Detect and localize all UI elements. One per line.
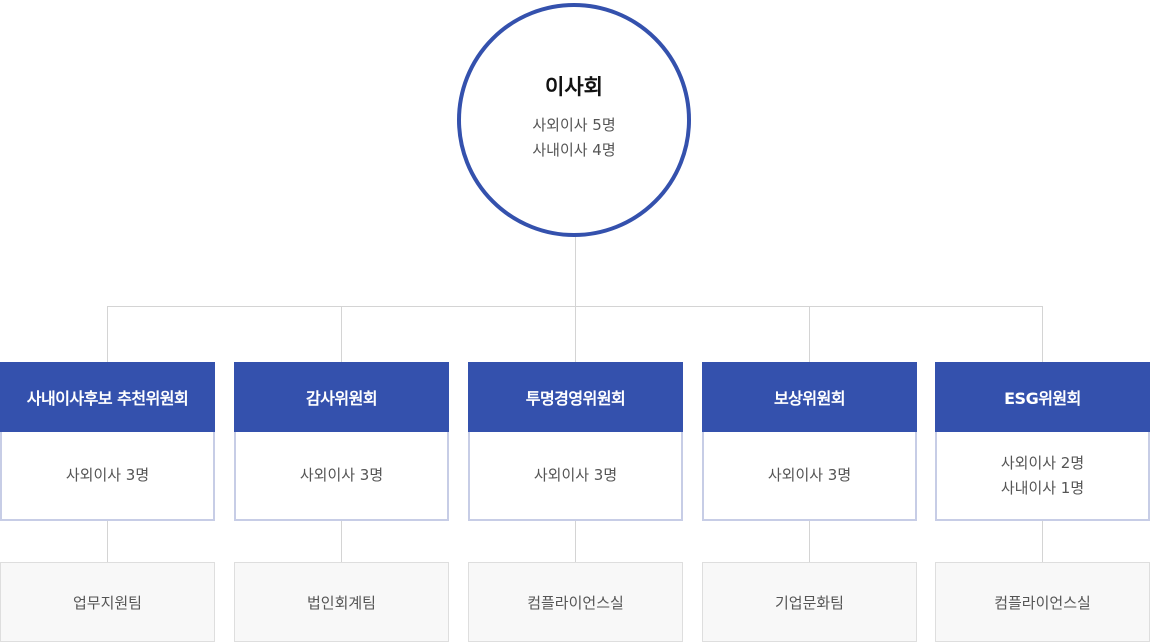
connector-team-5 bbox=[1042, 521, 1043, 562]
team-box-5: 컴플라이언스실 bbox=[935, 562, 1150, 642]
team-box-2: 법인회계팀 bbox=[234, 562, 449, 642]
committee-members: 사외이사 3명 bbox=[702, 432, 917, 521]
committee-members: 사외이사 2명 사내이사 1명 bbox=[935, 432, 1150, 521]
committee-audit: 감사위원회 사외이사 3명 bbox=[234, 362, 449, 521]
connector-board-down bbox=[575, 237, 576, 306]
committee-member-line: 사외이사 3명 bbox=[299, 466, 384, 484]
committee-members: 사외이사 3명 bbox=[468, 432, 683, 521]
committee-member-line: 사외이사 3명 bbox=[533, 466, 618, 484]
team-box-4: 기업문화팀 bbox=[702, 562, 917, 642]
committee-title: ESG위원회 bbox=[935, 362, 1150, 432]
committee-member-line: 사내이사 1명 bbox=[1000, 478, 1085, 497]
committee-member-line: 사외이사 3명 bbox=[65, 466, 150, 484]
connector-team-3 bbox=[575, 521, 576, 562]
committee-title: 보상위원회 bbox=[702, 362, 917, 432]
board-outside-directors: 사외이사 5명 bbox=[532, 116, 616, 134]
committee-nomination: 사내이사후보 추천위원회 사외이사 3명 bbox=[0, 362, 215, 521]
connector-drop-3 bbox=[575, 306, 576, 362]
connector-drop-4 bbox=[809, 306, 810, 362]
connector-drop-2 bbox=[341, 306, 342, 362]
team-box-1: 업무지원팀 bbox=[0, 562, 215, 642]
connector-team-4 bbox=[809, 521, 810, 562]
connector-drop-5 bbox=[1042, 306, 1043, 362]
connector-team-2 bbox=[341, 521, 342, 562]
committee-members: 사외이사 3명 bbox=[0, 432, 215, 521]
committee-member-line: 사외이사 3명 bbox=[767, 466, 852, 484]
committee-member-line: 사외이사 2명 bbox=[1000, 453, 1085, 472]
committee-transparency: 투명경영위원회 사외이사 3명 bbox=[468, 362, 683, 521]
committee-esg: ESG위원회 사외이사 2명 사내이사 1명 bbox=[935, 362, 1150, 521]
committee-title: 감사위원회 bbox=[234, 362, 449, 432]
connector-team-1 bbox=[107, 521, 108, 562]
committee-members: 사외이사 3명 bbox=[234, 432, 449, 521]
board-node: 이사회 사외이사 5명 사내이사 4명 bbox=[457, 3, 691, 237]
committee-title: 사내이사후보 추천위원회 bbox=[0, 362, 215, 432]
committee-title: 투명경영위원회 bbox=[468, 362, 683, 432]
board-title: 이사회 bbox=[545, 75, 603, 99]
connector-drop-1 bbox=[107, 306, 108, 362]
board-inside-directors: 사내이사 4명 bbox=[532, 141, 616, 159]
committee-compensation: 보상위원회 사외이사 3명 bbox=[702, 362, 917, 521]
team-box-3: 컴플라이언스실 bbox=[468, 562, 683, 642]
